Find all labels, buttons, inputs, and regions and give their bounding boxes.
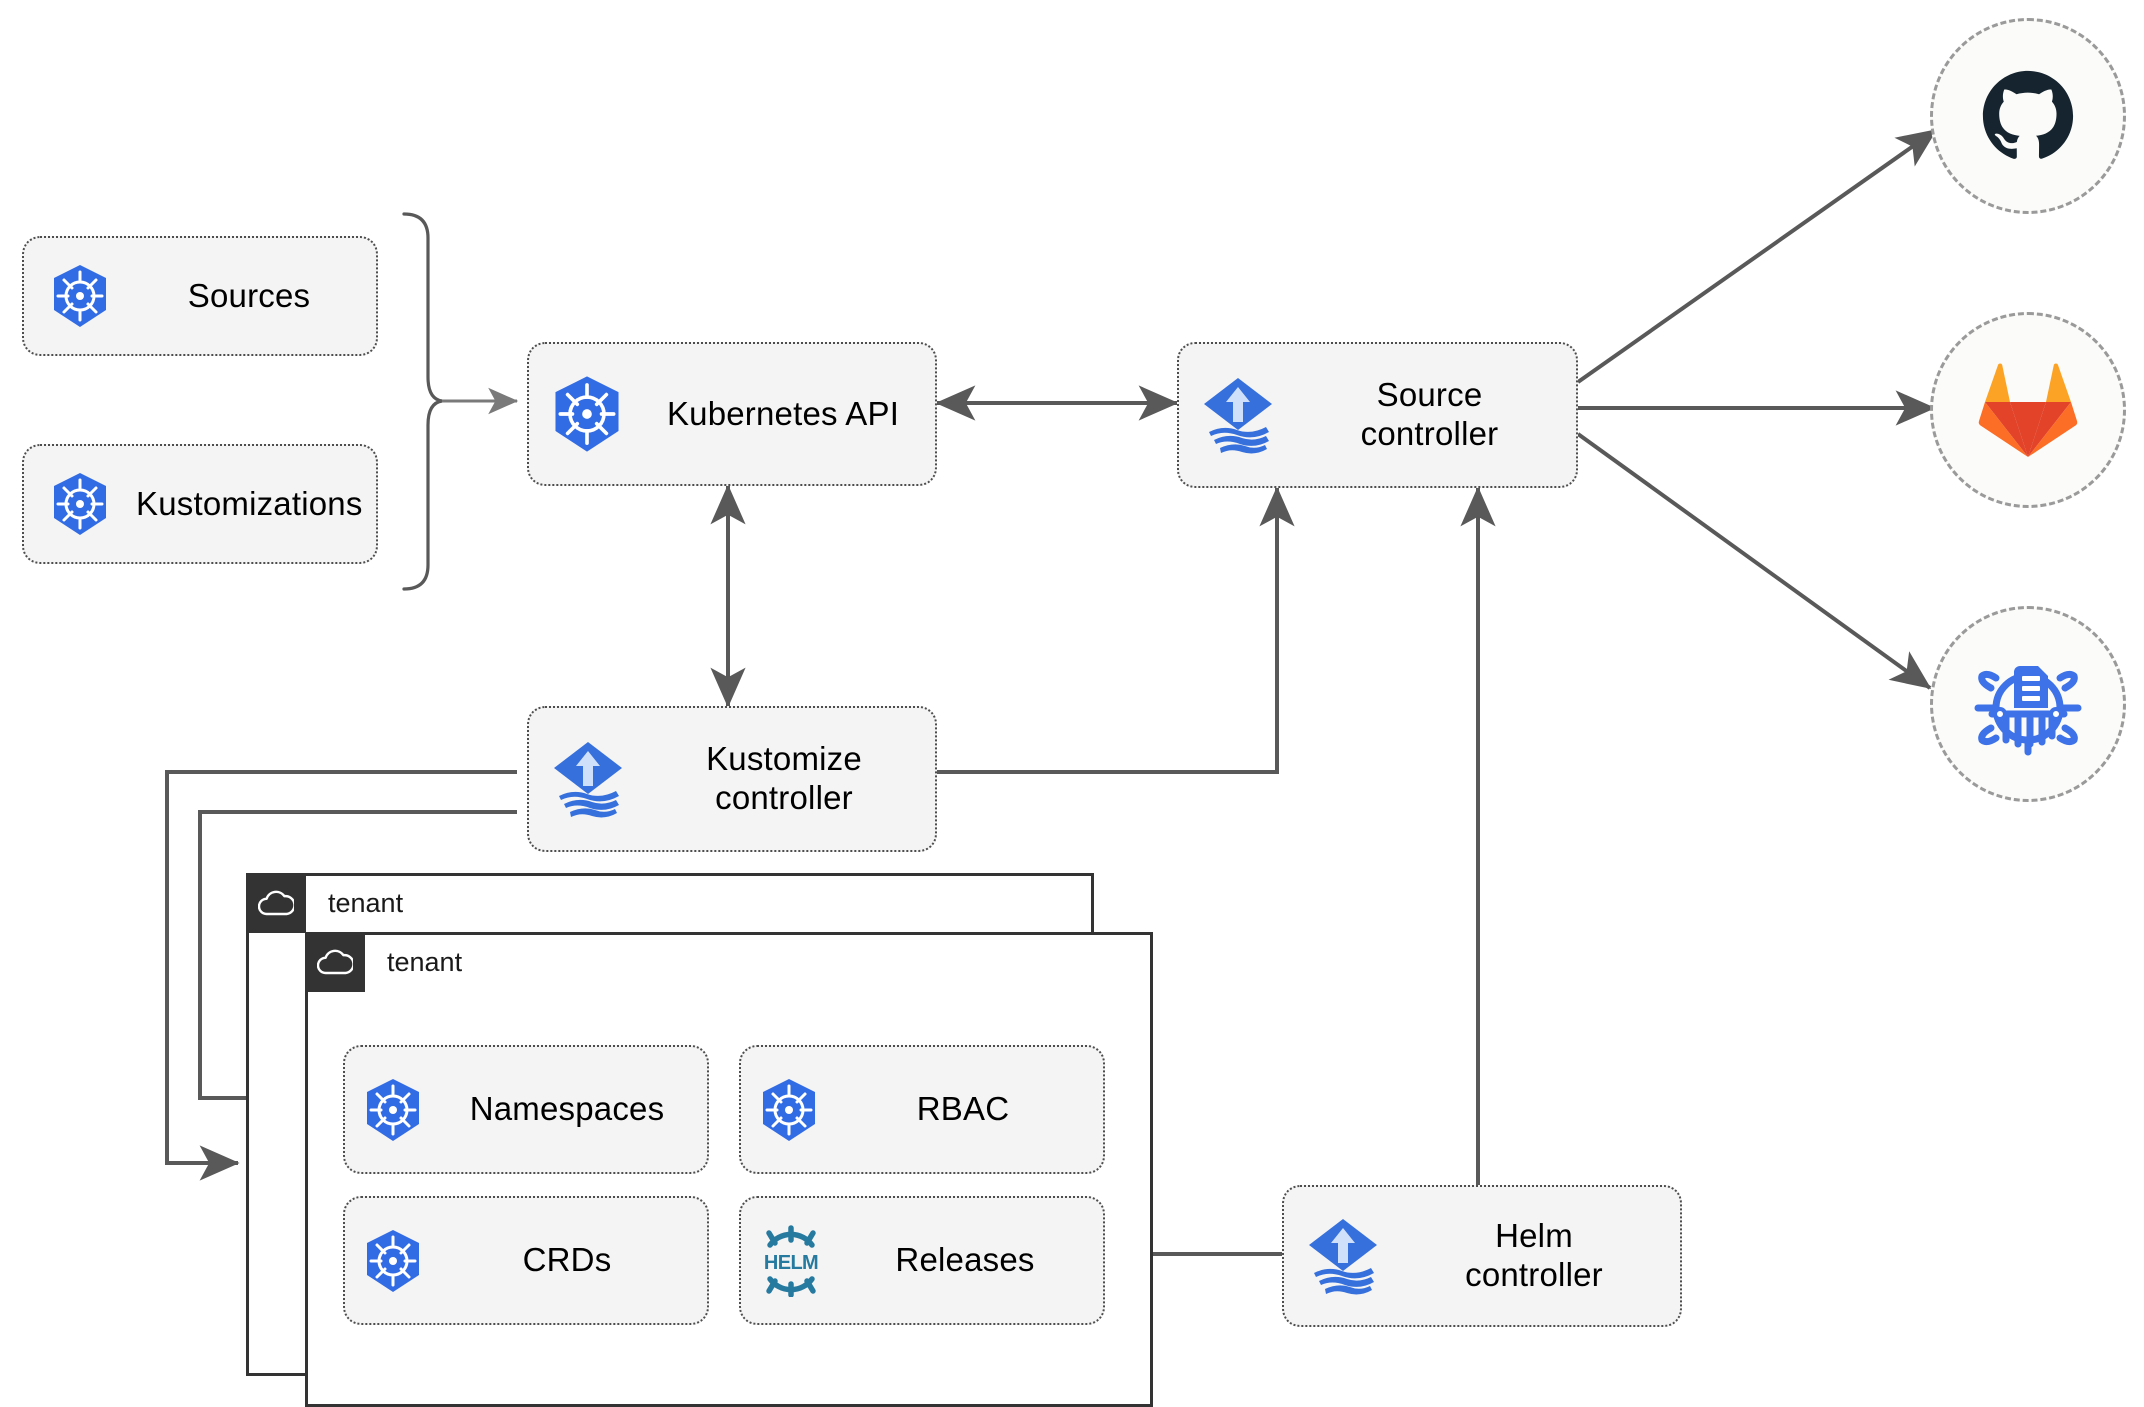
tenant-header: tenant <box>246 873 403 933</box>
node-kubernetes-api[interactable]: Kubernetes API <box>527 342 937 486</box>
flux-icon <box>529 738 647 820</box>
edge-source-github <box>1576 128 1938 384</box>
cloud-icon <box>305 932 365 992</box>
remote-source-helm-repository[interactable] <box>1930 606 2126 802</box>
tenant-title: tenant <box>387 946 463 977</box>
tenant-header: tenant <box>305 932 462 992</box>
remote-source-gitlab[interactable] <box>1930 312 2126 508</box>
helm-repository-icon <box>1974 652 2082 756</box>
kubernetes-icon <box>24 471 136 537</box>
node-label: Kustomizations <box>136 484 363 522</box>
kubernetes-icon <box>529 374 645 454</box>
node-kustomize-controller[interactable]: Kustomize controller <box>527 706 937 852</box>
node-label: Sources <box>187 276 311 314</box>
kubernetes-icon <box>345 1228 441 1294</box>
node-label: Source controller <box>1360 376 1499 452</box>
github-icon <box>1979 67 2077 165</box>
tenant-title: tenant <box>328 887 404 918</box>
resource-label: Releases <box>895 1241 1035 1279</box>
edge-source-helmrepo <box>1576 432 1932 690</box>
svg-text:HELM: HELM <box>764 1252 818 1274</box>
tenant-container-inner[interactable]: tenant <box>305 932 1153 1407</box>
kubernetes-icon <box>24 263 136 329</box>
node-sources[interactable]: Sources <box>22 236 378 356</box>
resource-namespaces[interactable]: Namespaces <box>343 1045 709 1174</box>
node-label: Helm controller <box>1465 1217 1603 1293</box>
resource-label: Namespaces <box>469 1090 665 1128</box>
resource-releases[interactable]: HELM Releases <box>739 1196 1105 1325</box>
node-label: Kubernetes API <box>666 394 900 432</box>
node-label: Kustomize controller <box>706 740 862 816</box>
flux-icon <box>1179 374 1297 456</box>
cloud-icon <box>246 873 306 933</box>
gitlab-icon <box>1976 361 2080 459</box>
resource-crds[interactable]: CRDs <box>343 1196 709 1325</box>
remote-source-github[interactable] <box>1930 18 2126 214</box>
node-kustomizations[interactable]: Kustomizations <box>22 444 378 564</box>
kubernetes-icon <box>345 1077 441 1143</box>
node-helm-controller[interactable]: Helm controller <box>1282 1185 1682 1327</box>
helm-icon: HELM <box>741 1224 841 1297</box>
resource-label: RBAC <box>916 1090 1010 1128</box>
flux-icon <box>1284 1215 1402 1297</box>
kubernetes-icon <box>741 1077 837 1143</box>
edge-kustomize-source <box>937 486 1295 774</box>
tenant-resource-grid: Namespaces <box>343 1045 1105 1325</box>
resource-label: CRDs <box>522 1241 612 1279</box>
group-brace <box>402 212 443 591</box>
resource-rbac[interactable]: RBAC <box>739 1045 1105 1174</box>
node-source-controller[interactable]: Source controller <box>1177 342 1578 488</box>
